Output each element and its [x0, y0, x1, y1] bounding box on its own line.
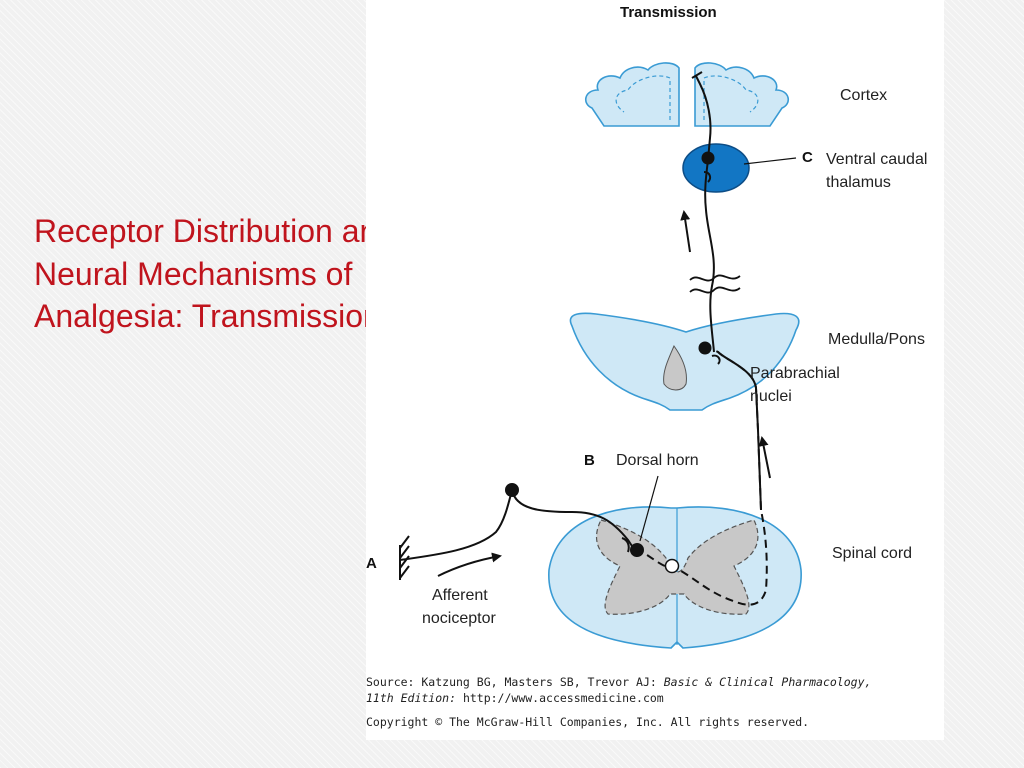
label-ventral-caudal-1: Ventral caudal	[826, 151, 927, 168]
ascending-tract	[717, 351, 762, 511]
label-ventral-caudal-2: thalamus	[826, 174, 891, 191]
label-cortex: Cortex	[840, 87, 887, 104]
label-dorsal-horn: Dorsal horn	[616, 452, 699, 469]
source-line-1: Source: Katzung BG, Masters SB, Trevor A…	[366, 675, 871, 689]
label-afferent-1: Afferent	[432, 587, 488, 604]
copyright-line: Copyright © The McGraw-Hill Companies, I…	[366, 715, 809, 729]
figure-heading: Transmission	[620, 4, 717, 21]
label-medulla-pons: Medulla/Pons	[828, 331, 925, 348]
thalamus-leader-line	[743, 157, 797, 165]
dorsal-root-ganglion-neuron	[505, 483, 519, 497]
afferent-direction-arrow	[437, 552, 502, 577]
dorsal-horn-synapse	[621, 537, 630, 553]
source-line-2: 11th Edition: http://www.accessmedicine.…	[366, 691, 664, 705]
thalamocortical-tract	[695, 75, 715, 353]
marker-c: C	[802, 149, 813, 166]
parabrachial-neuron	[698, 341, 712, 355]
slide-title-line-3: Analgesia: Transmission	[34, 298, 381, 335]
label-afferent-2: nociceptor	[422, 610, 496, 627]
ascending-arrow-upper	[680, 210, 691, 253]
receptor-branches	[399, 535, 410, 579]
figure-panel: Transmission	[366, 0, 944, 740]
thalamus-shape	[682, 143, 750, 193]
slide-title-line-2: Neural Mechanisms of	[34, 255, 353, 292]
pathway-break-symbol	[689, 274, 741, 294]
label-spinal-cord: Spinal cord	[832, 545, 912, 562]
dorsal-horn-neuron	[630, 543, 644, 557]
pain-transmission-diagram: Transmission	[366, 4, 927, 729]
thalamus-synapse	[703, 171, 712, 183]
slide-title: Receptor Distribution and Neural Mechani…	[34, 210, 474, 338]
label-parabrachial-2: nuclei	[750, 388, 792, 405]
dorsal-horn-leader-line	[639, 475, 659, 542]
marker-a: A	[366, 555, 377, 572]
brainstem-gray-region	[663, 344, 687, 391]
thalamic-neuron	[701, 151, 715, 165]
ascending-arrow-lower	[758, 436, 771, 479]
marker-b: B	[584, 452, 595, 469]
parabrachial-synapse	[711, 354, 721, 365]
cortex-terminal	[691, 71, 703, 79]
medulla-pons-shape	[569, 312, 800, 411]
central-canal	[664, 558, 680, 574]
afferent-nociceptor-fiber	[399, 489, 633, 561]
label-parabrachial-1: Parabrachial	[750, 365, 840, 382]
cortex-shape	[585, 62, 789, 127]
slide-title-line-1: Receptor Distribution and	[34, 213, 396, 249]
